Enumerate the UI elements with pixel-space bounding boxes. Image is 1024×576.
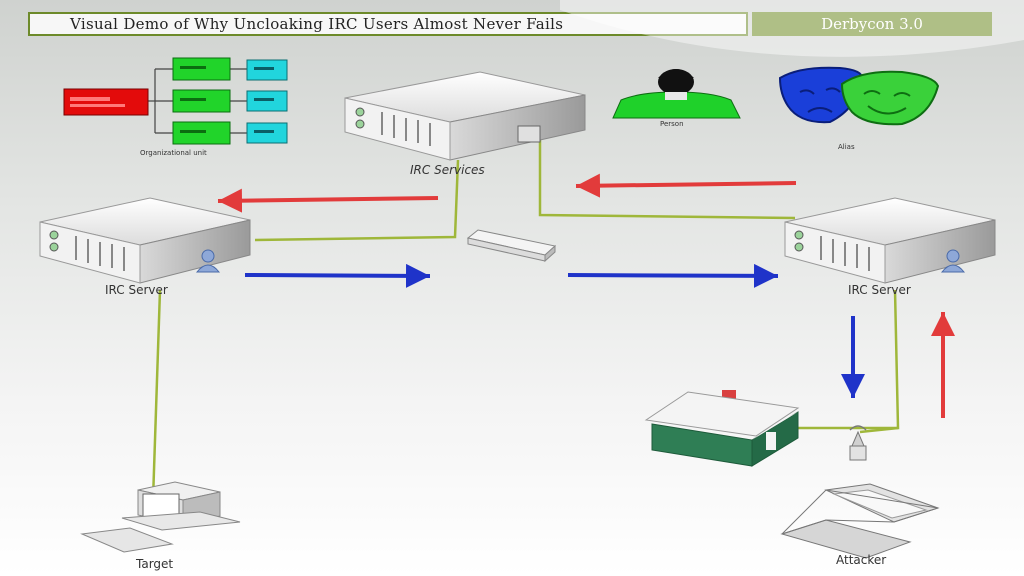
switch-icon xyxy=(466,229,557,263)
laptop-icon xyxy=(780,483,940,559)
link-services-to-right-server xyxy=(538,140,796,220)
network-links xyxy=(151,140,900,501)
background-swoosh xyxy=(560,0,1024,57)
link-left-server-to-target xyxy=(151,289,162,501)
masks-icon xyxy=(778,66,940,126)
arrow-blue-to-right-server xyxy=(567,263,779,288)
arrow-red-to-left-server xyxy=(217,188,439,213)
alias-label: Alias xyxy=(838,143,855,151)
server-icon xyxy=(784,197,996,284)
arrow-blue-to-switch xyxy=(244,263,431,288)
slide-title-text: Visual Demo of Why Uncloaking IRC Users … xyxy=(70,15,564,33)
slide-title: Visual Demo of Why Uncloaking IRC Users … xyxy=(28,12,748,36)
org-chart-icon xyxy=(63,57,288,145)
link-right-server-to-house xyxy=(780,289,900,430)
house-icon xyxy=(644,390,800,467)
server-icon xyxy=(39,197,251,284)
target-label: Target xyxy=(136,557,174,571)
irc-server-left-label: IRC Server xyxy=(105,283,168,297)
server-icon xyxy=(344,71,586,161)
conference-text: Derbycon 3.0 xyxy=(821,15,923,33)
arrow-red-to-services xyxy=(575,173,797,198)
irc-services-label: IRC Services xyxy=(410,163,485,177)
conference-badge: Derbycon 3.0 xyxy=(752,12,992,36)
desktop-icon xyxy=(80,481,241,553)
antenna-icon xyxy=(849,425,867,461)
attacker-label: Attacker xyxy=(836,553,887,567)
person-icon xyxy=(612,69,741,119)
person-label: Person xyxy=(660,120,684,128)
org-unit-label: Organizational unit xyxy=(140,149,207,157)
link-left-server-to-services xyxy=(254,159,460,242)
link-antenna xyxy=(859,426,899,434)
irc-server-right-label: IRC Server xyxy=(848,283,911,297)
